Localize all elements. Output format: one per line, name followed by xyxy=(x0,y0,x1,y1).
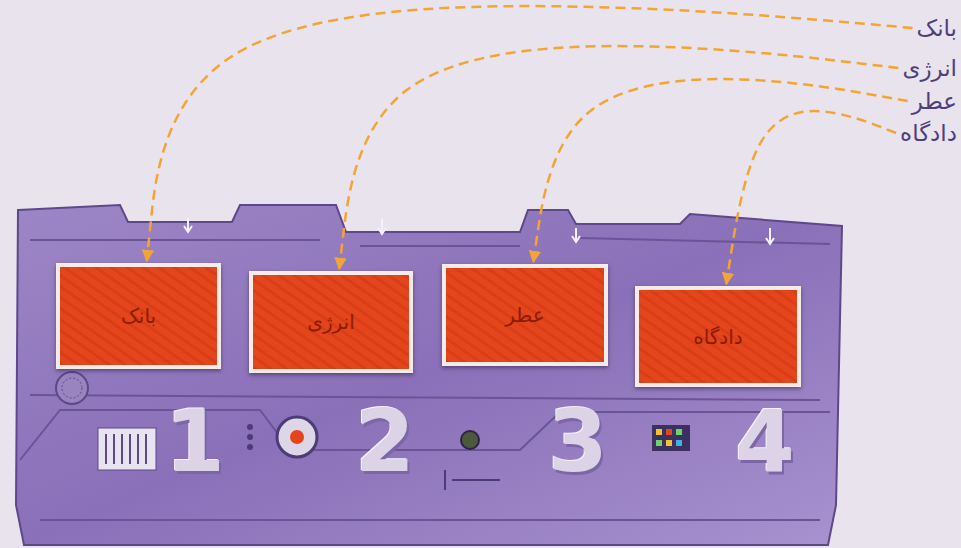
speaker xyxy=(56,372,88,404)
indicator xyxy=(247,424,253,430)
slider-lines xyxy=(106,434,146,464)
screen-box: بانک xyxy=(56,263,221,369)
panel-body xyxy=(16,205,842,545)
button xyxy=(676,440,682,446)
button xyxy=(676,429,682,435)
dashed-arrow xyxy=(339,46,898,269)
list-word: انرژی xyxy=(902,54,957,82)
dashed-arrow xyxy=(726,111,896,284)
list-word: بانک xyxy=(917,14,957,42)
dashed-arrow xyxy=(147,6,913,261)
word-list-item: انرژی xyxy=(902,54,957,82)
indicator xyxy=(247,444,253,450)
screen-box: دادگاه xyxy=(635,286,801,387)
callout-number: 1 xyxy=(165,398,225,484)
slider-box xyxy=(98,428,156,470)
target-dial xyxy=(290,430,304,444)
indicator xyxy=(247,434,253,440)
panel-trim xyxy=(30,238,830,520)
button xyxy=(666,429,672,435)
screen-word: انرژی xyxy=(307,310,354,334)
dashed-arrow xyxy=(533,79,907,262)
screen-box: عطر xyxy=(442,264,608,366)
callout-number: 3 xyxy=(548,398,608,484)
switch xyxy=(445,470,500,490)
word-list-item: عطر xyxy=(912,87,957,115)
screen-box: انرژی xyxy=(249,271,413,373)
panel-arrow xyxy=(184,218,774,244)
knob xyxy=(461,431,479,449)
callout-number: 4 xyxy=(735,398,795,484)
callout-number: 2 xyxy=(355,398,415,484)
word-list-item: بانک xyxy=(917,14,957,42)
list-word: دادگاه xyxy=(900,119,957,147)
target-dial xyxy=(277,417,317,457)
screen-word: بانک xyxy=(121,304,156,328)
button xyxy=(656,440,662,446)
screen-word: عطر xyxy=(505,303,544,327)
button xyxy=(666,440,672,446)
word-list-item: دادگاه xyxy=(900,119,957,147)
list-word: عطر xyxy=(912,87,957,115)
speaker xyxy=(62,378,82,398)
screen-word: دادگاه xyxy=(693,325,742,349)
button xyxy=(656,429,662,435)
button-panel xyxy=(652,425,690,451)
